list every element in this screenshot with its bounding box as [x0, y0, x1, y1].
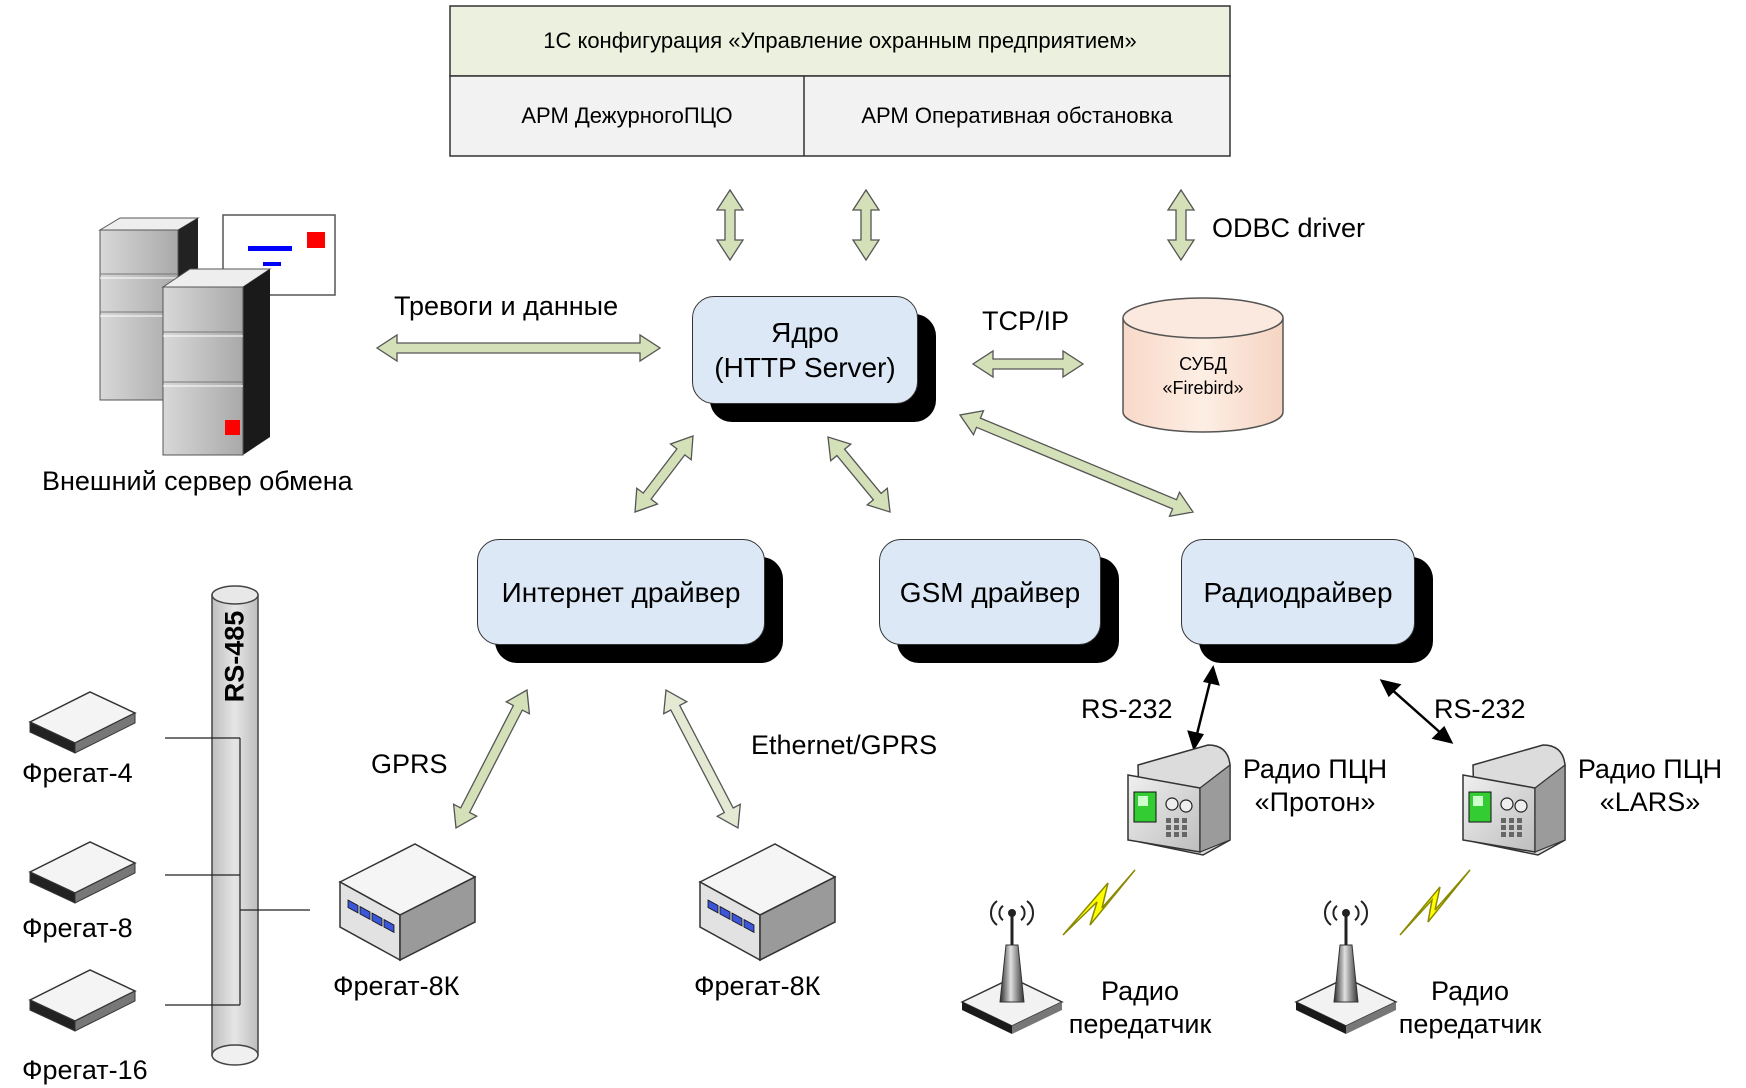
- antennas: [960, 900, 1398, 1034]
- alarms-data-label: Тревоги и данные: [394, 291, 619, 321]
- fregat16-label: Фрегат-16: [22, 1055, 148, 1085]
- arrow-core-internet: [634, 435, 694, 513]
- transmitter-2-line2: передатчик: [1398, 1009, 1542, 1039]
- database-engine: «Firebird»: [1162, 378, 1244, 398]
- top-block-title: 1С конфигурация «Управление охранным пре…: [543, 28, 1137, 53]
- arrow-core-radio: [958, 409, 1195, 518]
- radio-driver-node: Радиодрайвер: [1181, 539, 1415, 645]
- fregat8-icon: [28, 841, 137, 904]
- fregat-small-devices: [28, 691, 137, 1032]
- core-subtitle: (HTTP Server): [714, 352, 896, 383]
- arrow-core-arm-right: [851, 188, 881, 262]
- rs232-arrows: [1187, 665, 1454, 751]
- arrow-gprs: [452, 688, 531, 830]
- tcpip-label: TCP/IP: [982, 306, 1070, 336]
- fregat8k-a-icon: [338, 843, 477, 962]
- fregat4-label: Фрегат-4: [22, 758, 133, 788]
- arm-duty-cell: АРМ ДежурногоПЦО: [521, 103, 733, 128]
- fregat8k-b-label: Фрегат-8К: [694, 971, 821, 1001]
- radio-units: [1127, 744, 1566, 856]
- arrow-core-gsm: [827, 436, 891, 513]
- arrow-tcpip: [971, 349, 1085, 379]
- transmitter-1-label: Радио передатчик: [1055, 975, 1225, 1041]
- antenna-2-icon: [1294, 900, 1398, 1034]
- radio-lars-line2: «LARS»: [1599, 787, 1701, 817]
- database-label: СУБД «Firebird»: [1143, 352, 1263, 400]
- radio-proton-line1: Радио ПЦН: [1242, 754, 1388, 784]
- radio-lars-icon: [1462, 744, 1566, 856]
- transmitter-1-line2: передатчик: [1068, 1009, 1212, 1039]
- top-block: [449, 5, 1231, 157]
- rs485-bus: [165, 585, 310, 1066]
- radio-lars-line1: Радио ПЦН: [1577, 754, 1723, 784]
- internet-driver-label: Интернет драйвер: [501, 576, 741, 608]
- arrow-alarms-data: [375, 333, 662, 363]
- server-cluster-icon: [98, 214, 336, 456]
- lightning-icons: [1062, 869, 1471, 936]
- fregat8-label: Фрегат-8: [22, 913, 133, 943]
- external-server-label: Внешний сервер обмена: [42, 466, 353, 496]
- fregat8k-devices: [338, 843, 837, 962]
- gsm-driver-node: GSM драйвер: [879, 539, 1101, 645]
- gsm-driver-label: GSM драйвер: [899, 576, 1081, 608]
- connection-arrows: [375, 188, 1196, 830]
- odbc-label: ODBC driver: [1212, 213, 1366, 243]
- antenna-1-icon: [960, 900, 1064, 1034]
- database-name: СУБД: [1179, 354, 1227, 374]
- arrow-core-arm-left: [715, 188, 745, 262]
- database-cylinder-icon: [1122, 297, 1284, 433]
- transmitter-1-line1: Радио: [1101, 976, 1179, 1006]
- radio-proton-label: Радио ПЦН «Протон»: [1230, 753, 1400, 819]
- radio-lars-label: Радио ПЦН «LARS»: [1560, 753, 1740, 819]
- ethernet-gprs-label: Ethernet/GPRS: [751, 730, 938, 760]
- arrow-db-odbc: [1166, 188, 1196, 262]
- transmitter-2-label: Радио передатчик: [1385, 975, 1555, 1041]
- fregat16-icon: [28, 969, 137, 1032]
- transmitter-2-line1: Радио: [1431, 976, 1509, 1006]
- arrow-ethernet-gprs: [662, 688, 742, 830]
- internet-driver-node: Интернет драйвер: [477, 539, 765, 645]
- arm-situation-cell: АРМ Оперативная обстановка: [861, 103, 1173, 128]
- rs485-label: RS-485: [219, 610, 250, 703]
- fregat8k-b-icon: [698, 843, 837, 962]
- fregat8k-a-label: Фрегат-8К: [333, 971, 460, 1001]
- radio-proton-icon: [1127, 744, 1231, 856]
- fregat4-icon: [28, 691, 137, 754]
- radio-driver-label: Радиодрайвер: [1203, 576, 1393, 608]
- rs232-right-label: RS-232: [1434, 694, 1526, 724]
- rs232-left-label: RS-232: [1081, 694, 1173, 724]
- radio-proton-line2: «Протон»: [1254, 787, 1376, 817]
- gprs-label: GPRS: [371, 749, 448, 779]
- core-node: Ядро (HTTP Server): [692, 296, 918, 404]
- core-title: Ядро: [771, 317, 839, 348]
